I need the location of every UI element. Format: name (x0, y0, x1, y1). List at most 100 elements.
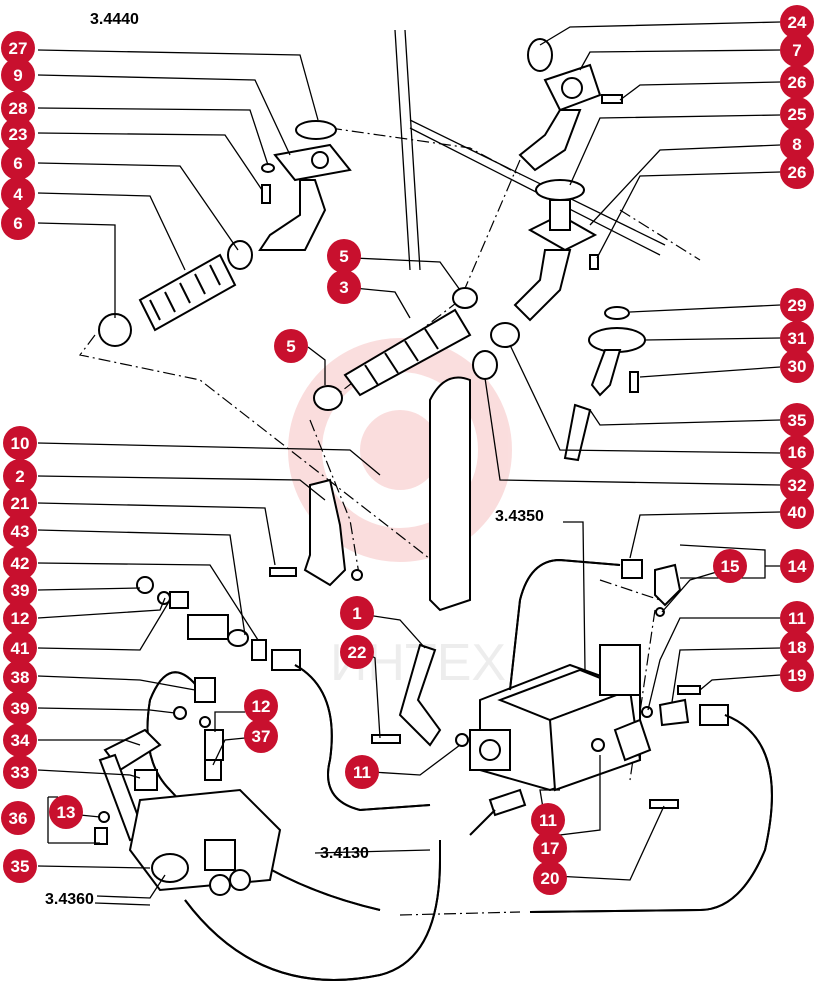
pipe-12 (204, 729, 224, 761)
o-ring-29 (604, 306, 630, 320)
flange-31 (588, 327, 646, 353)
svg-text:20: 20 (541, 869, 560, 888)
svg-text:12: 12 (11, 609, 30, 628)
pipe-1-lower (398, 643, 442, 747)
frame-lines (394, 29, 666, 271)
svg-text:18: 18 (788, 638, 807, 657)
callout-41: 41 (3, 631, 37, 665)
svg-text:10: 10 (11, 434, 30, 453)
svg-text:5: 5 (339, 247, 348, 266)
callout-36: 36 (1, 801, 35, 835)
washer-17 (591, 738, 605, 752)
callout-9: 9 (1, 58, 35, 92)
svg-text:9: 9 (13, 66, 22, 85)
center-bellows-assembly (313, 287, 478, 612)
ref-3-4360: 3.4360 (45, 891, 94, 908)
svg-text:11: 11 (353, 763, 371, 782)
callout-43: 43 (3, 514, 37, 548)
o-ring-27 (295, 120, 337, 140)
bolt-39-top (136, 576, 154, 594)
callout-13: 13 (49, 795, 83, 829)
svg-text:24: 24 (788, 13, 807, 32)
bolt-39-lower (173, 706, 187, 720)
callout-6: 6 (1, 206, 35, 240)
svg-text:22: 22 (348, 643, 367, 662)
clamp-5-upper (452, 287, 478, 309)
callout-5: 5 (327, 239, 361, 273)
callout-1: 1 (340, 596, 374, 630)
callout-15: 15 (713, 549, 747, 583)
clamp-5-lower (313, 385, 343, 411)
callout-11: 11 (531, 803, 565, 837)
callout-33: 33 (3, 755, 37, 789)
svg-text:3: 3 (339, 278, 348, 297)
bolt-21 (269, 567, 297, 577)
leader-lines (37, 21, 781, 906)
center-left-parts (136, 478, 431, 812)
nut-43 (251, 639, 267, 661)
o-ring-24 (527, 38, 553, 72)
svg-text:15: 15 (721, 557, 740, 576)
svg-text:11: 11 (788, 609, 806, 628)
upper-right-assembly (472, 38, 646, 462)
callout-38: 38 (3, 660, 37, 694)
washer-10 (351, 569, 363, 581)
svg-text:30: 30 (788, 357, 807, 376)
callout-19: 19 (780, 658, 814, 692)
callout-16: 16 (780, 435, 814, 469)
svg-text:37: 37 (252, 727, 271, 746)
svg-text:14: 14 (788, 557, 807, 576)
hose-35-upper (563, 403, 592, 462)
bolt-36 (94, 827, 108, 845)
bolt-20 (649, 799, 679, 809)
elbow-14 (654, 563, 682, 607)
svg-text:6: 6 (13, 154, 22, 173)
callout-26: 26 (780, 65, 814, 99)
clamp-6-bottom (98, 313, 132, 347)
svg-text:41: 41 (11, 639, 30, 658)
svg-text:23: 23 (9, 125, 28, 144)
svg-text:19: 19 (788, 666, 807, 685)
callout-10: 10 (3, 426, 37, 460)
o-ring-25 (535, 179, 585, 201)
callout-39: 39 (3, 573, 37, 607)
svg-text:31: 31 (788, 329, 807, 348)
callout-11: 11 (780, 601, 814, 635)
ref-3-4130: 3.4130 (320, 845, 369, 862)
svg-text:26: 26 (788, 73, 807, 92)
callout-24: 24 (780, 5, 814, 39)
bolt-26-lower (589, 254, 599, 270)
svg-text:38: 38 (11, 668, 30, 687)
svg-text:25: 25 (788, 105, 807, 124)
callout-35: 35 (780, 403, 814, 437)
callout-29: 29 (780, 288, 814, 322)
callout-7: 7 (780, 33, 814, 67)
svg-text:34: 34 (11, 731, 30, 750)
svg-text:29: 29 (788, 296, 807, 315)
callout-42: 42 (3, 546, 37, 580)
svg-text:35: 35 (11, 857, 30, 876)
reference-labels: 3.4440 3.4350 3.4130 3.4360 (45, 11, 544, 908)
washer-13 (98, 811, 110, 823)
flange-8-neck (549, 199, 571, 231)
hose-1 (429, 376, 471, 612)
svg-text:13: 13 (57, 803, 76, 822)
svg-text:42: 42 (11, 554, 30, 573)
svg-text:32: 32 (788, 476, 807, 495)
bellows-3 (343, 308, 472, 397)
svg-text:26: 26 (788, 163, 807, 182)
pipe-31 (590, 349, 622, 397)
callout-5: 5 (274, 329, 308, 363)
callout-23: 23 (1, 117, 35, 151)
svg-text:5: 5 (286, 337, 295, 356)
callout-22: 22 (340, 635, 374, 669)
callout-28: 28 (1, 91, 35, 125)
fitting-18 (658, 698, 690, 727)
pipe-7 (518, 109, 582, 172)
svg-text:17: 17 (541, 839, 560, 858)
svg-text:40: 40 (788, 503, 807, 522)
callout-37: 37 (244, 719, 278, 753)
callout-32: 32 (780, 468, 814, 502)
callout-12: 12 (244, 689, 278, 723)
